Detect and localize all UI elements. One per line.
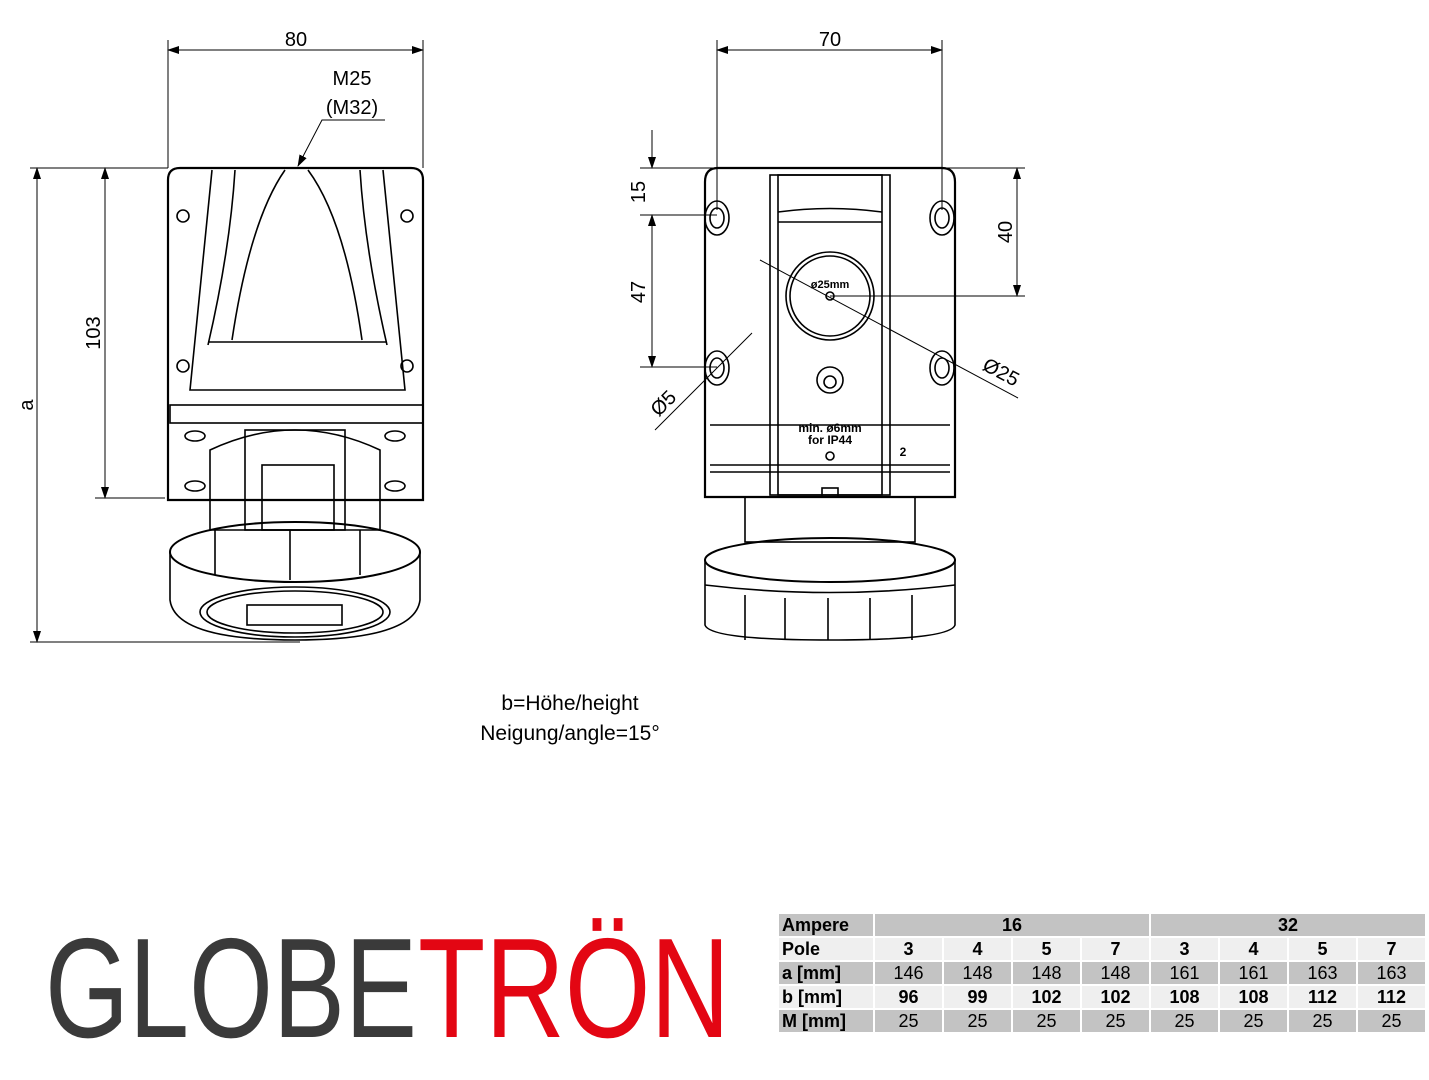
height-note: b=Höhe/height — [501, 692, 639, 715]
cell: 4 — [1220, 938, 1287, 960]
ampere-16: 16 — [875, 914, 1149, 936]
cell: 96 — [875, 986, 942, 1008]
right-view — [640, 40, 1025, 641]
left-view — [30, 40, 425, 643]
height-dim: 103 — [83, 316, 105, 349]
cell: 148 — [944, 962, 1011, 984]
part-mark: 2 — [900, 445, 907, 459]
cell: 102 — [1013, 986, 1080, 1008]
cell: 102 — [1082, 986, 1149, 1008]
table-row-b: b [mm] 96 99 102 102 108 108 112 112 — [779, 986, 1425, 1008]
cell: 3 — [875, 938, 942, 960]
row-label: M [mm] — [779, 1010, 873, 1032]
left-width-dim: 80 — [285, 29, 307, 51]
cell: 25 — [944, 1010, 1011, 1032]
cell: 25 — [1013, 1010, 1080, 1032]
cell: 148 — [1013, 962, 1080, 984]
table-row-m: M [mm] 25 25 25 25 25 25 25 25 — [779, 1010, 1425, 1032]
overall-dim-a: a — [16, 399, 38, 411]
cell: 5 — [1013, 938, 1080, 960]
cell: 3 — [1151, 938, 1218, 960]
cell: 7 — [1358, 938, 1425, 960]
thread-label: M25 — [333, 68, 372, 90]
cell: 25 — [1220, 1010, 1287, 1032]
cell: 5 — [1289, 938, 1356, 960]
cell: 161 — [1151, 962, 1218, 984]
center-dim: 40 — [995, 221, 1017, 243]
cell: 25 — [1151, 1010, 1218, 1032]
cell: 4 — [944, 938, 1011, 960]
cell: 25 — [1082, 1010, 1149, 1032]
cell: 148 — [1082, 962, 1149, 984]
ip-note-1: min. ø6mm — [798, 421, 861, 435]
entry-label: ø25mm — [811, 279, 850, 291]
cell: 163 — [1358, 962, 1425, 984]
cell: 99 — [944, 986, 1011, 1008]
cell: 146 — [875, 962, 942, 984]
cell: 7 — [1082, 938, 1149, 960]
row-label: Ampere — [779, 914, 873, 936]
spec-table: Ampere 16 32 Pole 3 4 5 7 3 4 5 7 a [mm]… — [777, 912, 1427, 1034]
globetron-logo: GLOBE TRÖN — [45, 909, 730, 1050]
top-hole-dim: 15 — [628, 181, 650, 203]
ampere-32: 32 — [1151, 914, 1425, 936]
cell: 161 — [1220, 962, 1287, 984]
hole-spacing-dim: 47 — [628, 281, 650, 303]
technical-drawing: 80 M25 (M32) 103 a 70 15 47 40 Ø5 Ø25 ø2… — [16, 29, 1025, 643]
entry-dia-dim: Ø25 — [979, 354, 1023, 391]
cell: 112 — [1358, 986, 1425, 1008]
dimension-labels: 80 M25 (M32) 103 a 70 15 47 40 Ø5 Ø25 ø2… — [16, 29, 1023, 459]
table-row-pole: Pole 3 4 5 7 3 4 5 7 — [779, 938, 1425, 960]
table-row-a: a [mm] 146 148 148 148 161 161 163 163 — [779, 962, 1425, 984]
cell: 112 — [1289, 986, 1356, 1008]
row-label: a [mm] — [779, 962, 873, 984]
thread-alt-label: (M32) — [326, 97, 378, 119]
row-label: Pole — [779, 938, 873, 960]
right-width-dim: 70 — [819, 29, 841, 51]
ip-note-2: for IP44 — [808, 433, 852, 447]
logo-tron: TRÖN — [418, 909, 730, 1050]
cell: 25 — [875, 1010, 942, 1032]
logo-globe: GLOBE — [45, 909, 417, 1050]
table-row-ampere: Ampere 16 32 — [779, 914, 1425, 936]
cell: 163 — [1289, 962, 1356, 984]
hole-dia-dim: Ø5 — [647, 387, 681, 421]
cell: 25 — [1289, 1010, 1356, 1032]
row-label: b [mm] — [779, 986, 873, 1008]
angle-note: Neigung/angle=15° — [480, 722, 660, 745]
cell: 108 — [1151, 986, 1218, 1008]
cell: 108 — [1220, 986, 1287, 1008]
cell: 25 — [1358, 1010, 1425, 1032]
